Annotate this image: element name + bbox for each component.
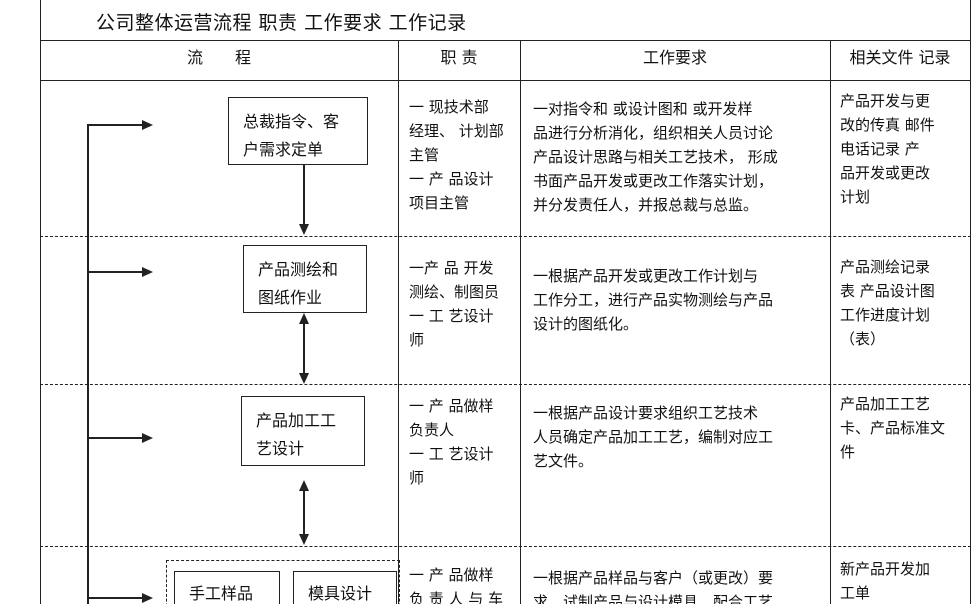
feed-arrowhead-1 [142, 120, 153, 130]
header-bottom-rule [40, 80, 971, 81]
flow-arrow-3-line [303, 489, 305, 535]
flow-box-mold-design: 模具设计 [293, 571, 397, 604]
records-step-1: 产品开发与更 改的传真 邮件 电话记录 产 品开发或更改 计划 [840, 92, 935, 206]
flow-box-ceo-order: 总裁指令、客 户需求定单 [228, 97, 368, 165]
document-title: 公司整体运营流程 职责 工作要求 工作记录 [96, 12, 467, 34]
flow-arrow-3-head-down [299, 534, 309, 545]
records-step-2: 产品测绘记录 表 产品设计图 工作进度计划 （表） [840, 258, 935, 348]
feed-arrowhead-3 [142, 433, 153, 443]
flow-arrow-2-head-up [299, 313, 309, 324]
header-duty: 职 责 [440, 48, 478, 67]
flow-box-survey-drawing: 产品测绘和 图纸作业 [243, 245, 367, 313]
feedback-line [87, 124, 89, 604]
col-sep-records [830, 40, 831, 604]
flow-arrow-3-head-up [299, 480, 309, 491]
header-records: 相关文件 记录 [849, 48, 951, 67]
requirement-step-4: 一根据产品样品与客户（或更改）要 求，试制产品与设计模具，配合工艺 [533, 569, 774, 604]
records-step-4: 新产品开发加 工单 [840, 560, 931, 602]
flow-group-sample-mold [166, 560, 400, 604]
feed-arrowhead-2 [142, 267, 153, 277]
requirement-step-3: 一根据产品设计要求组织工艺技术 人员确定产品加工工艺，编制对应工 艺文件。 [533, 404, 774, 470]
header-requirement: 工作要求 [642, 48, 707, 67]
title-bottom-rule [40, 40, 971, 41]
requirement-step-2: 一根据产品开发或更改工作计划与 工作分工，进行产品实物测绘与产品 设计的图纸化。 [533, 267, 774, 333]
row-sep-2 [40, 384, 971, 385]
table-left-border [40, 0, 41, 604]
flow-box-process-design: 产品加工工 艺设计 [241, 396, 365, 466]
records-step-3: 产品加工工艺 卡、产品标准文 件 [840, 395, 946, 461]
feed-arrow-line-2 [87, 271, 143, 273]
duty-step-4: 一 产 品做样 负 责 人 与 车 [409, 566, 504, 604]
row-sep-3 [40, 546, 971, 547]
col-sep-duty [398, 40, 399, 604]
table-right-border [970, 0, 971, 604]
feed-arrow-line-3 [87, 437, 143, 439]
feed-arrow-line-4 [87, 597, 143, 599]
feed-arrow-line-1 [87, 124, 143, 126]
flow-arrow-2-head-down [299, 373, 309, 384]
flow-arrow-2-line [303, 322, 305, 374]
col-sep-requirement [520, 40, 521, 604]
row-sep-1 [40, 236, 971, 237]
duty-step-3: 一 产 品做样 负责人 一 工 艺设计 师 [409, 397, 494, 487]
requirement-step-1: 一对指令和 或设计图和 或开发样 品进行分析消化，组织相关人员讨论 产品设计思路… [533, 100, 778, 214]
flow-arrow-1-head [299, 224, 309, 235]
flow-arrow-1-line [303, 165, 305, 225]
flow-box-hand-sample: 手工样品 [174, 571, 280, 604]
duty-step-1: 一 现技术部 经理、 计划部 主管 一 产 品设计 项目主管 [409, 98, 504, 212]
feed-arrowhead-4 [142, 593, 153, 603]
duty-step-2: 一产 品 开发 测绘、制图员 一 工 艺设计 师 [409, 259, 500, 349]
header-flow: 流 程 [186, 48, 251, 67]
